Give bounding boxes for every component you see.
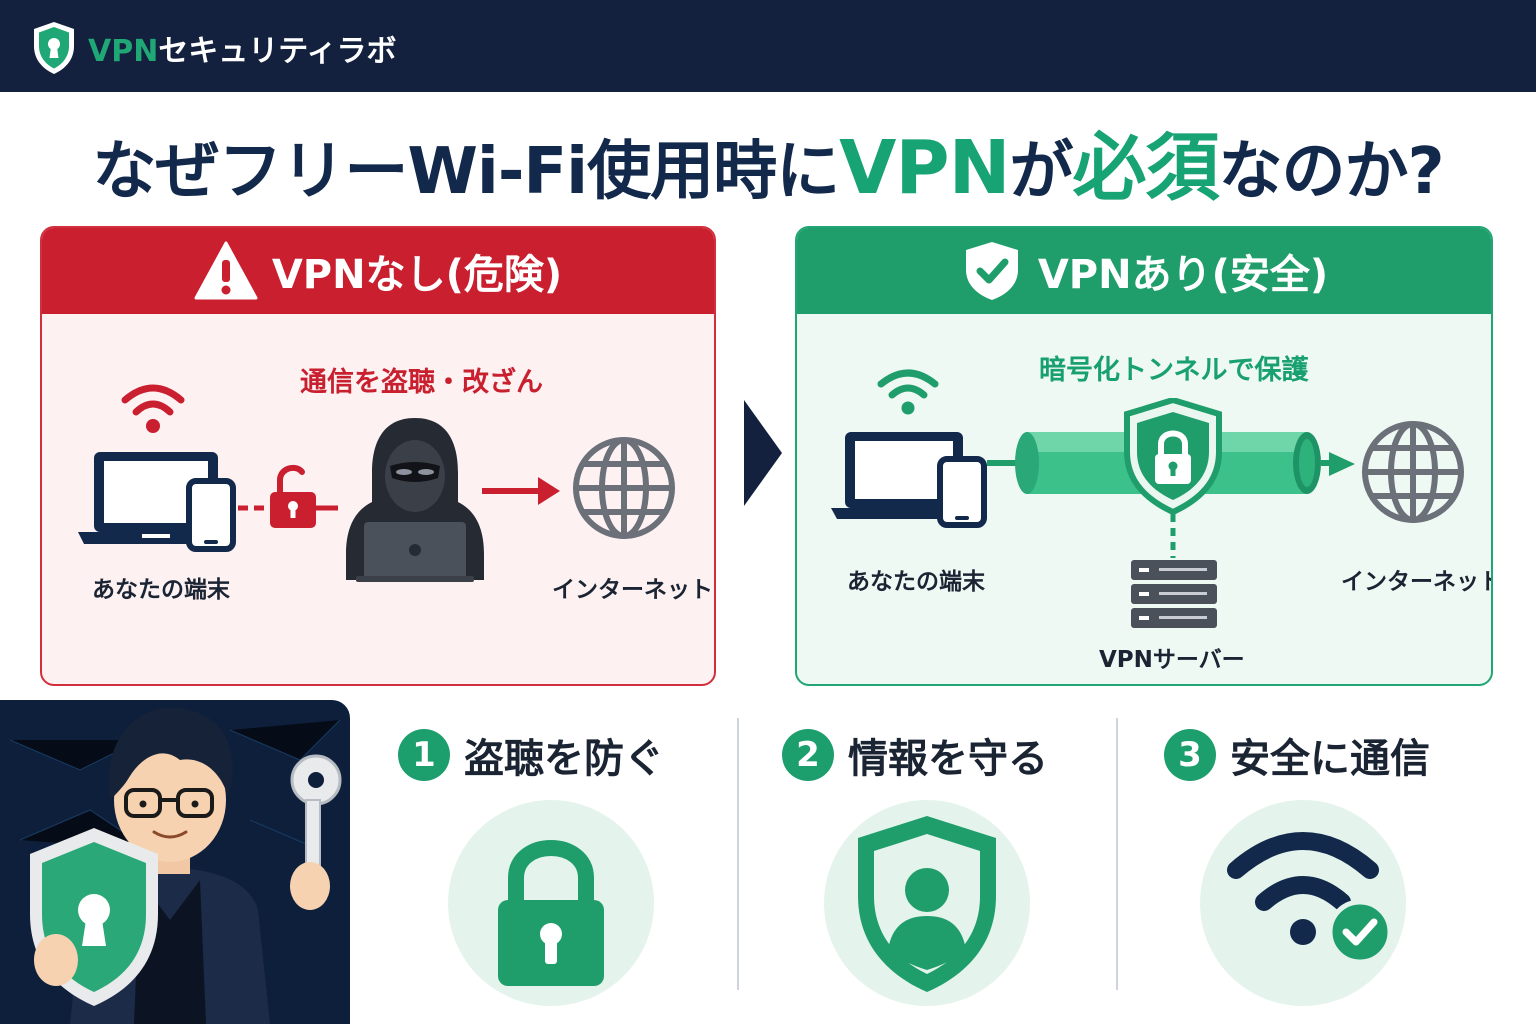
feature-1-title: 1 盗聴を防ぐ <box>398 726 664 784</box>
top-bar: VPNセキュリティラボ <box>0 0 1536 92</box>
feature-3-icon-circle <box>1200 800 1406 1006</box>
shield-check-icon <box>965 242 1018 300</box>
globe-icon <box>573 437 675 539</box>
feature-2-icon-circle <box>824 800 1030 1006</box>
mascot-illustration <box>0 700 350 1024</box>
feature-3-label: 安全に通信 <box>1230 736 1430 782</box>
title-accent-vpn: VPN <box>839 125 1010 211</box>
brand-accent: VPN <box>88 34 159 69</box>
globe-icon <box>1362 421 1464 523</box>
wifi-check-icon <box>1227 832 1393 965</box>
tunnel-label: 暗号化トンネルで保護 <box>1039 355 1309 386</box>
feature-2-title: 2 情報を守る <box>782 726 1048 784</box>
feature-3-title: 3 安全に通信 <box>1164 726 1430 784</box>
without-vpn-panel: VPNなし(危険) 通信を盗聴・改ざん <box>40 226 716 686</box>
with-vpn-heading-text: VPNあり(安全) <box>1037 252 1329 298</box>
brand-rest: セキュリティラボ <box>158 34 397 69</box>
padlock-icon <box>498 840 604 986</box>
device-label: あなたの端末 <box>847 569 985 595</box>
feature-3-number: 3 <box>1164 729 1216 781</box>
feature-2-label: 情報を守る <box>848 736 1048 782</box>
arrow-right-icon <box>1329 452 1355 476</box>
internet-label: インターネット <box>552 577 713 603</box>
page-title: なぜフリーWi-Fi使用時にVPNが必須なのか? <box>0 108 1536 215</box>
arrow-right-icon <box>482 477 560 505</box>
title-part3: なのか? <box>1218 135 1445 209</box>
shield-person-icon <box>858 816 996 992</box>
divider <box>1116 718 1118 990</box>
dashed-connector <box>1170 514 1176 558</box>
without-vpn-heading: VPNなし(危険) <box>42 228 714 314</box>
title-part2: が <box>1009 135 1074 209</box>
threat-label: 通信を盗聴・改ざん <box>300 367 543 398</box>
feature-1-number: 1 <box>398 729 450 781</box>
smartphone-icon <box>186 478 236 552</box>
feature-2-number: 2 <box>782 729 834 781</box>
warning-triangle-icon <box>194 241 258 300</box>
divider <box>737 718 739 990</box>
internet-label: インターネット <box>1341 569 1493 595</box>
chevron-right-icon <box>744 400 782 506</box>
smartphone-icon <box>937 456 987 528</box>
laptop-icon <box>831 432 977 519</box>
with-vpn-heading: VPNあり(安全) <box>797 228 1491 314</box>
unlocked-padlock-icon <box>238 464 338 528</box>
shield-lock-icon <box>1124 398 1222 514</box>
device-label: あなたの端末 <box>92 577 230 603</box>
shield-keyhole-icon <box>34 22 74 74</box>
feature-1-label: 盗聴を防ぐ <box>464 736 664 782</box>
without-vpn-heading-text: VPNなし(危険) <box>271 252 563 298</box>
brand-name[interactable]: VPNセキュリティラボ <box>88 26 397 70</box>
title-accent-must: 必須 <box>1072 125 1220 211</box>
wifi-icon <box>121 384 185 433</box>
server-icon <box>1131 560 1217 628</box>
hacker-icon <box>346 418 484 582</box>
vpn-server-label: VPNサーバー <box>1099 647 1245 673</box>
mascot-icon <box>9 707 342 1024</box>
wifi-icon <box>877 369 939 415</box>
title-part1: なぜフリーWi-Fi使用時に <box>92 135 840 209</box>
feature-1-icon-circle <box>448 800 654 1006</box>
with-vpn-panel: VPNあり(安全) 暗号化トンネルで保護 <box>795 226 1493 686</box>
